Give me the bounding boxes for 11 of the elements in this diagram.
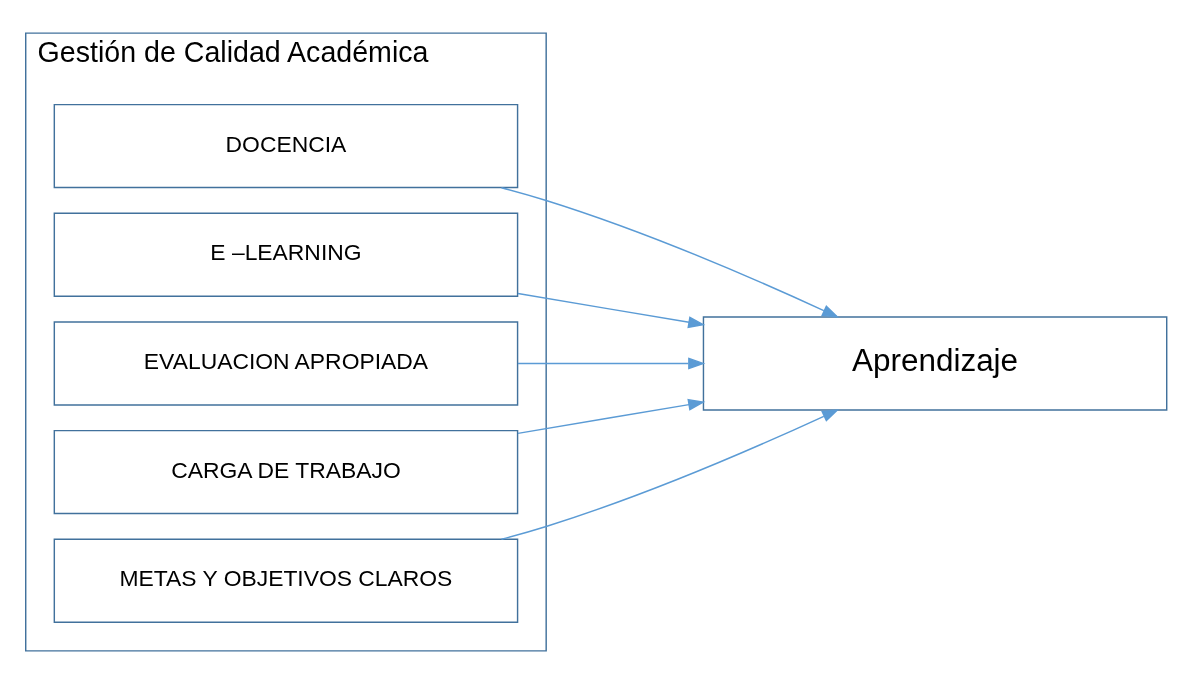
node-box: CARGA DE TRABAJO [53, 429, 519, 515]
node-box: EVALUACION APROPIADA [53, 321, 519, 406]
node-box: E –LEARNING [53, 212, 519, 297]
arrow [500, 409, 840, 540]
node-box: Aprendizaje [702, 316, 1168, 411]
node-box: DOCENCIA [53, 103, 519, 189]
node-box: METAS Y OBJETIVOS CLAROS [53, 538, 519, 623]
arrow [500, 186, 840, 318]
arrow [517, 357, 706, 370]
arrow [517, 398, 706, 435]
arrow [517, 292, 706, 329]
